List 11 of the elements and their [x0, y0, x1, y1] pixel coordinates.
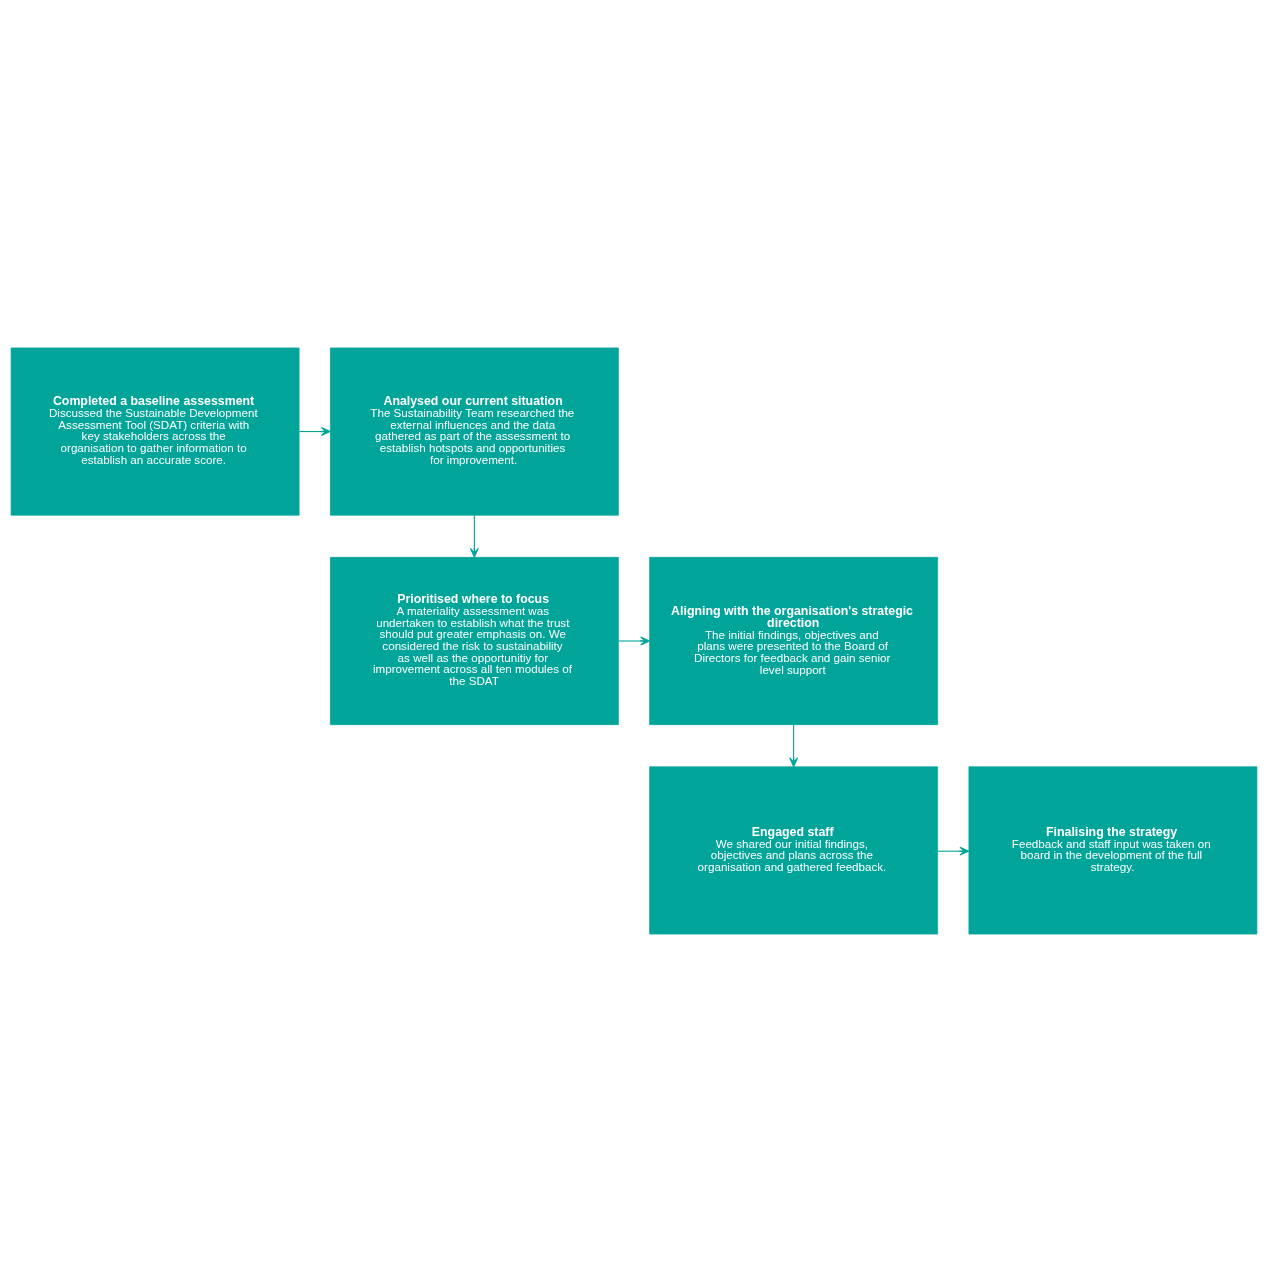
- node-box: Analysed our current situation The Sustainability Team researched the external influences and the data gathered as part of the assessment to establish hotspots and opportunities for improvement.: [330, 347, 619, 516]
- arrow: [298, 426, 331, 436]
- node-box: Finalising the strategy Feedback and staff input was taken on board in the development of the full strategy.: [968, 765, 1258, 934]
- arrow: [937, 846, 970, 856]
- arrow: [469, 514, 479, 558]
- node-box: Prioritised where to focus A materiality assessment was undertaken to establish what the trust should put greater emphasis on. We considered the risk to sustainability as well as the opportunitiy for improvement across all ten modules of the SDAT: [330, 556, 619, 725]
- node-box: Completed a baseline assessment Discussed the Sustainable Development Assessment Tool (SDAT) criteria with key stakeholders across the organisation to gather information to establish an accurate score.: [10, 347, 300, 516]
- arrow: [618, 636, 650, 645]
- arrow: [789, 723, 799, 767]
- node-box: Aligning with the organisation's strategic direction The initial findings, objectives and plans were presented to the Board of Directors for feedback and gain senior level support: [649, 556, 938, 725]
- node-box: Engaged staff We shared our initial findings, objectives and plans across the organisation and gathered feedback.: [649, 765, 938, 934]
